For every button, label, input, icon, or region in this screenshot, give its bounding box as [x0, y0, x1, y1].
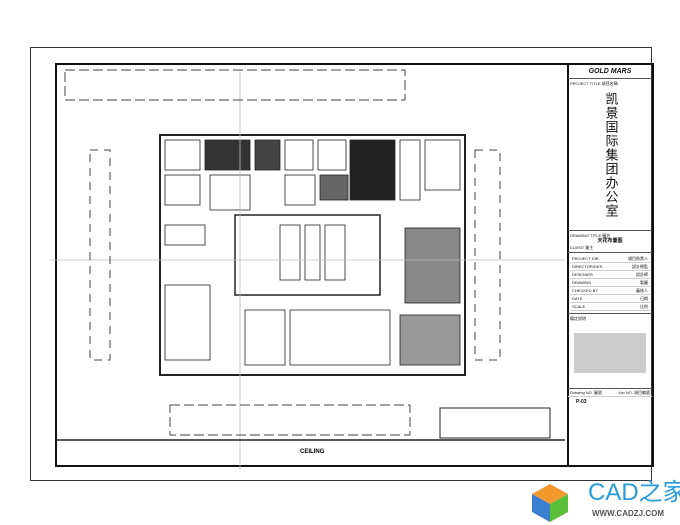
drawing-no: P-03 — [576, 399, 587, 405]
row-value: 日期 — [640, 296, 648, 301]
drawing-no-row: Drawing NO. 圖號 Job NO. 項目編號 — [568, 389, 652, 397]
title-row: DESIGNER 設計師 — [570, 271, 650, 279]
row-label: PROJECT DIR. — [572, 256, 600, 261]
notes-label: 備註說明 — [570, 316, 586, 321]
key-plan — [574, 333, 646, 373]
building-outline — [159, 134, 466, 376]
row-value: 比例 — [640, 304, 648, 309]
drawing-title: 天花布置图 — [597, 238, 623, 244]
row-label: CHECKED BY — [572, 288, 599, 293]
drawing-no-label: Drawing NO. 圖號 — [570, 390, 603, 395]
project-title-label: PROJECT TITLE 項目名稱 — [570, 81, 618, 86]
title-row: SCALE 比例 — [570, 303, 650, 311]
watermark — [528, 480, 678, 524]
company-logo: GOLD MARS — [568, 65, 652, 79]
drawing-title-label: DRAWING TITLE 圖名 — [570, 233, 611, 238]
cad-cube-icon — [532, 484, 568, 522]
row-label: DATE — [572, 296, 583, 301]
row-label: DIRECTOR/DES. — [572, 264, 604, 269]
row-label: DESIGNER — [572, 272, 593, 277]
drawing-label: CEILING — [300, 449, 325, 455]
row-label: DRAWING — [572, 280, 592, 285]
title-row: DIRECTOR/DES. 設計總監 — [570, 263, 650, 271]
watermark-name: CAD之家 — [588, 479, 680, 506]
title-row: DRAWING 製圖 — [570, 279, 650, 287]
row-value: 審核人 — [636, 288, 648, 293]
job-no-label: Job NO. 項目編號 — [618, 390, 650, 395]
title-row: DATE 日期 — [570, 295, 650, 303]
watermark-url: WWW.CADZJ.COM — [592, 509, 664, 518]
row-value: 項目負責人 — [628, 256, 648, 261]
row-label: SCALE — [572, 304, 586, 309]
client-label: CLIENT 業主 — [570, 245, 594, 250]
title-row: PROJECT DIR. 項目負責人 — [570, 255, 650, 263]
title-block: GOLD MARS PROJECT TITLE 項目名稱 凯景国际集团办公室 D… — [567, 63, 654, 467]
project-title: 凯景国际集团办公室 — [602, 92, 618, 218]
drawing-sheet-border — [30, 47, 652, 481]
row-value: 製圖 — [640, 280, 648, 285]
row-value: 設計總監 — [632, 264, 648, 269]
row-value: 設計師 — [636, 272, 648, 277]
drawing-frame — [55, 63, 569, 467]
title-row: CHECKED BY 審核人 — [570, 287, 650, 295]
